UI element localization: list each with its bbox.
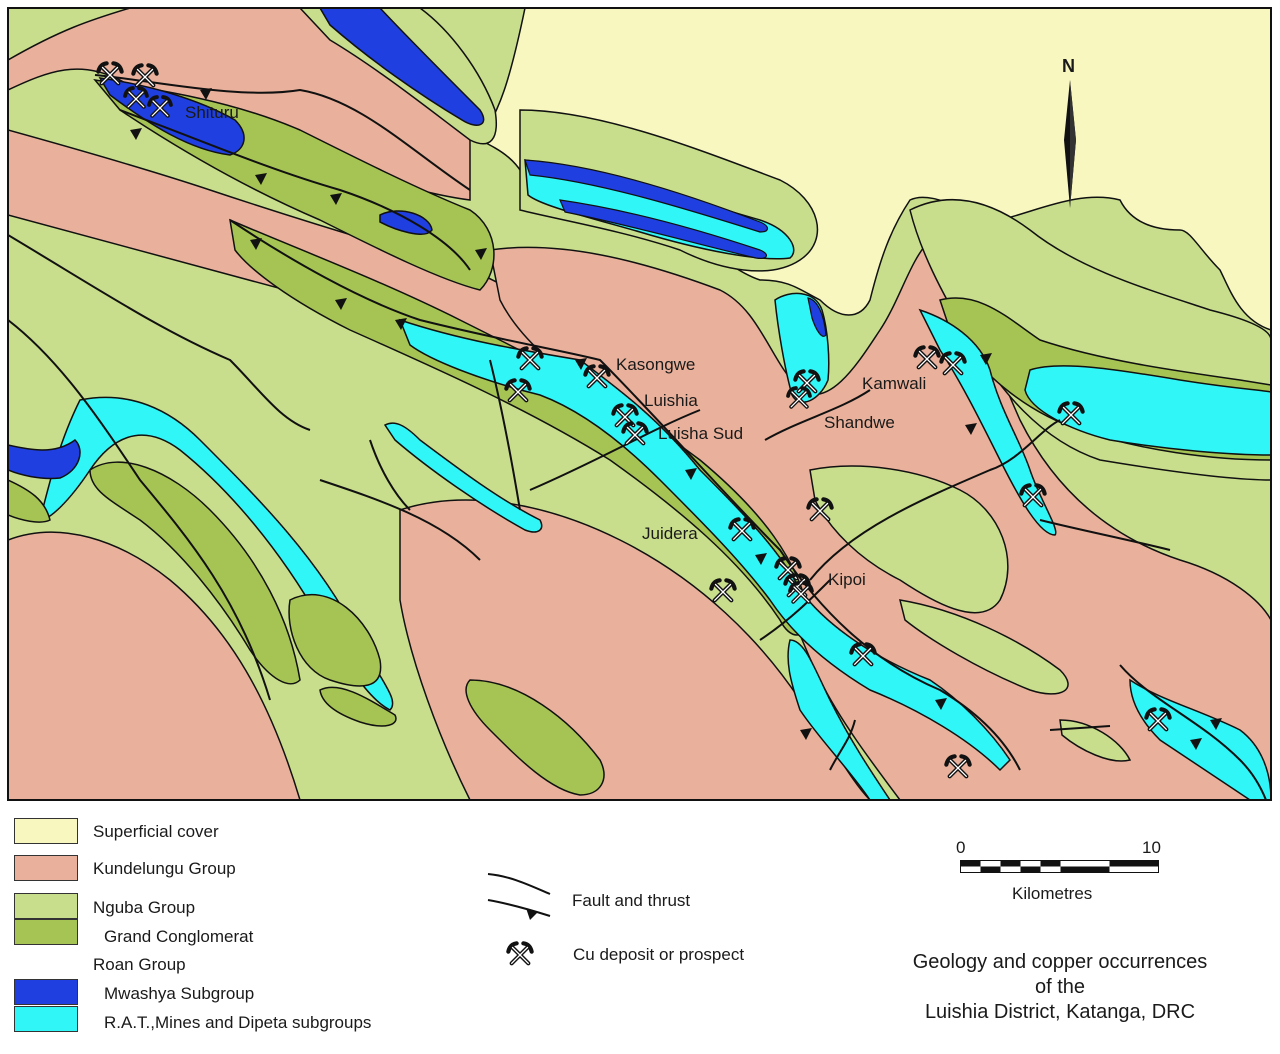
mwashya-unit: [559, 199, 767, 259]
nguba-unit: [898, 599, 1069, 695]
title-line: Luishia District, Katanga, DRC: [924, 1001, 1196, 1023]
grand-conglomerat-unit: [89, 461, 301, 685]
nguba-unit: [809, 465, 1009, 614]
place-label: Juidera: [642, 524, 698, 543]
legend-swatch-kundelungu: [14, 855, 78, 881]
fault-symbol-icon: [487, 873, 551, 920]
legend-label: Grand Conglomerat: [104, 927, 254, 946]
legend-label: Kundelungu Group: [93, 859, 236, 878]
fault-lines: [8, 74, 1267, 800]
place-label: Luisha Sud: [658, 424, 743, 443]
legend-label: Roan Group: [93, 955, 186, 974]
scale-unit-label: Kilometres: [1012, 884, 1093, 903]
title-line: Geology and copper occurrences: [912, 951, 1208, 973]
mwashya-unit: [319, 8, 485, 126]
mwashya-unit: [524, 159, 769, 233]
legend-label: Mwashya Subgroup: [104, 984, 255, 1003]
place-label: Shituru: [185, 103, 239, 122]
nguba-unit: [1059, 719, 1132, 762]
grand-conglomerat-unit: [288, 593, 382, 687]
legend-label: R.A.T.,Mines and Dipeta subgroups: [104, 1013, 372, 1032]
grand-conglomerat-unit: [8, 479, 51, 523]
legend-label: Fault and thrust: [572, 891, 691, 910]
place-label: Kipoi: [828, 570, 866, 589]
map-title: Geology and copper occurrences of the Lu…: [880, 950, 1240, 1025]
place-label: Shandwe: [824, 413, 895, 432]
scale-start-label: 0: [956, 838, 966, 857]
place-label: Kasongwe: [616, 355, 695, 374]
rat-unit: [398, 318, 1011, 772]
north-arrow: [1064, 80, 1076, 208]
legend-label: Nguba Group: [93, 898, 196, 917]
map-frame: [7, 7, 1272, 801]
thrust-teeth: [130, 88, 1222, 750]
map-panel: N Shituru Kasongwe Luishia Luisha Sud Ka…: [7, 7, 1272, 801]
legend-label: Superficial cover: [93, 822, 219, 841]
scale-bar-graphic: [960, 860, 1159, 873]
legend-label: Cu deposit or prospect: [573, 945, 745, 964]
pickaxe-icon: [505, 940, 535, 970]
legend-swatch-superficial: [14, 818, 78, 844]
grand-conglomerat-unit: [465, 679, 605, 796]
mwashya-unit: [379, 210, 433, 235]
grand-conglomerat-unit: [319, 686, 397, 727]
legend-swatch-conglomerat: [14, 919, 78, 945]
scale-end-label: 10: [1142, 838, 1161, 857]
place-labels: Shituru Kasongwe Luishia Luisha Sud Kamw…: [185, 103, 926, 589]
north-label: N: [1062, 56, 1075, 76]
place-label: Kamwali: [862, 374, 926, 393]
mwashya-unit: [8, 439, 81, 480]
kundelungu-unit: [8, 531, 301, 800]
legend-swatch-mwashya: [14, 979, 78, 1005]
place-label: Luishia: [644, 391, 698, 410]
rat-unit: [787, 639, 891, 800]
rat-unit: [383, 422, 543, 533]
title-line: of the: [1034, 976, 1086, 998]
legend-swatch-nguba: [14, 893, 78, 919]
legend-swatch-rat: [14, 1006, 78, 1032]
mwashya-unit: [807, 297, 827, 337]
